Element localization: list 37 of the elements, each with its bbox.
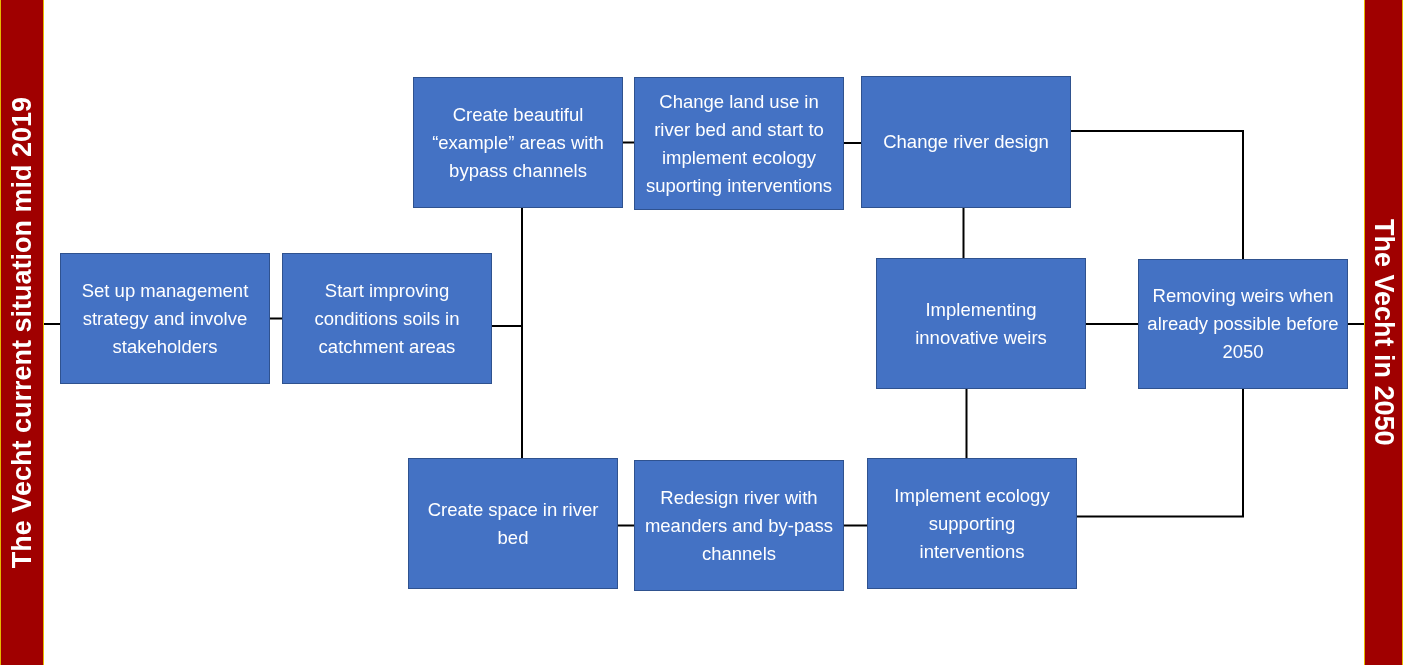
connector-line (622, 141, 635, 144)
connector-line (1085, 323, 1139, 325)
stage-band (1364, 0, 1403, 665)
stage-title: The Vecht current situation mid 2019 (6, 96, 38, 569)
connector-line (843, 524, 868, 527)
process-box (634, 460, 844, 591)
connector-line (962, 207, 965, 259)
connector-line (491, 325, 523, 459)
connector-line (1070, 130, 1244, 260)
step-text: Removing weirs when already possible before 2050 (1146, 284, 1340, 364)
step-text: Implement ecology supporting interventions (893, 483, 1051, 564)
step-text: Change river design (882, 130, 1050, 154)
connector-line (617, 524, 635, 527)
process-box (1138, 259, 1348, 389)
step-text: Create space in river bed (426, 497, 600, 550)
connector-line (269, 317, 283, 320)
process-box (60, 253, 270, 384)
process-box (634, 77, 844, 210)
step-text: Create beautiful “example” areas with bypass channels (431, 102, 605, 183)
step-text: Start improving conditions soils in catchment areas (313, 278, 461, 359)
connector-line (43, 323, 61, 325)
stage-title: The Vecht in 2050 (1368, 219, 1399, 446)
step-text: Implementing innovative weirs (914, 297, 1048, 350)
step-text: Set up management strategy and involve stakeholders (80, 278, 250, 359)
connector-line (965, 388, 968, 459)
connector-line (1347, 323, 1365, 325)
process-box (408, 458, 618, 589)
step-text: Redesign river with meanders and by-pass channels (643, 485, 835, 566)
stage-band (0, 0, 44, 665)
process-box (876, 258, 1086, 389)
process-box (413, 77, 623, 208)
process-box (867, 458, 1077, 589)
connector-line (843, 142, 862, 144)
step-text: Change land use in river bed and start to implement ecology suporting interventions (644, 89, 834, 198)
process-box (282, 253, 492, 384)
connector-line (1076, 388, 1244, 518)
process-box (861, 76, 1071, 208)
